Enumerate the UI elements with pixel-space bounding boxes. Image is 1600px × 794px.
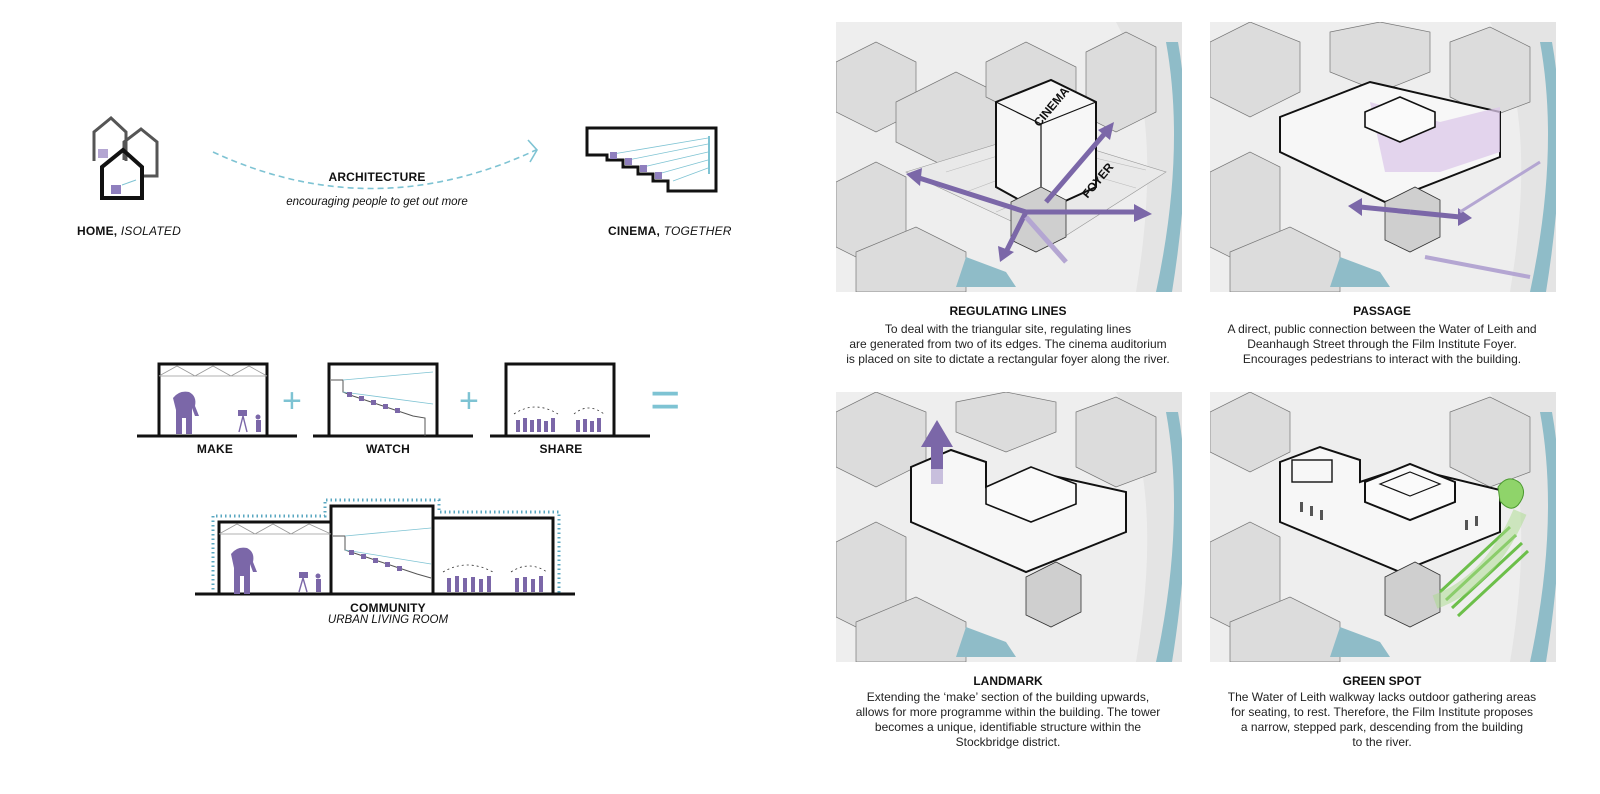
watch-section-icon <box>313 362 473 438</box>
share-section-icon <box>490 362 650 438</box>
cinema-label: CINEMA, TOGETHER <box>608 224 732 238</box>
make-label: MAKE <box>196 442 234 456</box>
watch-label: WATCH <box>365 442 411 456</box>
landmark-image <box>836 392 1182 662</box>
home-houses-icon <box>92 116 159 200</box>
plus-sign-2: + <box>459 382 479 420</box>
community-subtitle: URBAN LIVING ROOM <box>327 614 449 626</box>
passage-image <box>1210 22 1556 292</box>
community-label: COMMUNITY <box>350 601 426 615</box>
green-spot-title: GREEN SPOT <box>1342 674 1422 688</box>
community-section-icon <box>195 498 575 596</box>
passage-text: A direct, public connection between the … <box>1227 322 1537 366</box>
green-spot-text: The Water of Leith walkway lacks outdoor… <box>1227 690 1537 749</box>
passage-title: PASSAGE <box>1353 304 1411 318</box>
make-section-icon <box>137 362 297 438</box>
landmark-title: LANDMARK <box>973 674 1043 688</box>
landmark-text: Extending the ‘make’ section of the buil… <box>855 690 1161 749</box>
home-label: HOME, ISOLATED <box>77 224 181 238</box>
plus-sign-1: + <box>282 382 302 420</box>
share-label: SHARE <box>539 442 583 456</box>
regulating-lines-text: To deal with the triangular site, regula… <box>846 322 1170 366</box>
equals-sign: = <box>650 371 681 429</box>
architecture-label: ARCHITECTURE <box>328 170 426 184</box>
regulating-lines-title: REGULATING LINES <box>949 304 1067 318</box>
architecture-arrow <box>212 139 538 190</box>
green-spot-image <box>1210 392 1556 662</box>
regulating-lines-image: CINEMA FOYER <box>836 22 1182 292</box>
architecture-subtitle: encouraging people to get out more <box>286 196 468 208</box>
cinema-section-icon <box>585 126 718 193</box>
